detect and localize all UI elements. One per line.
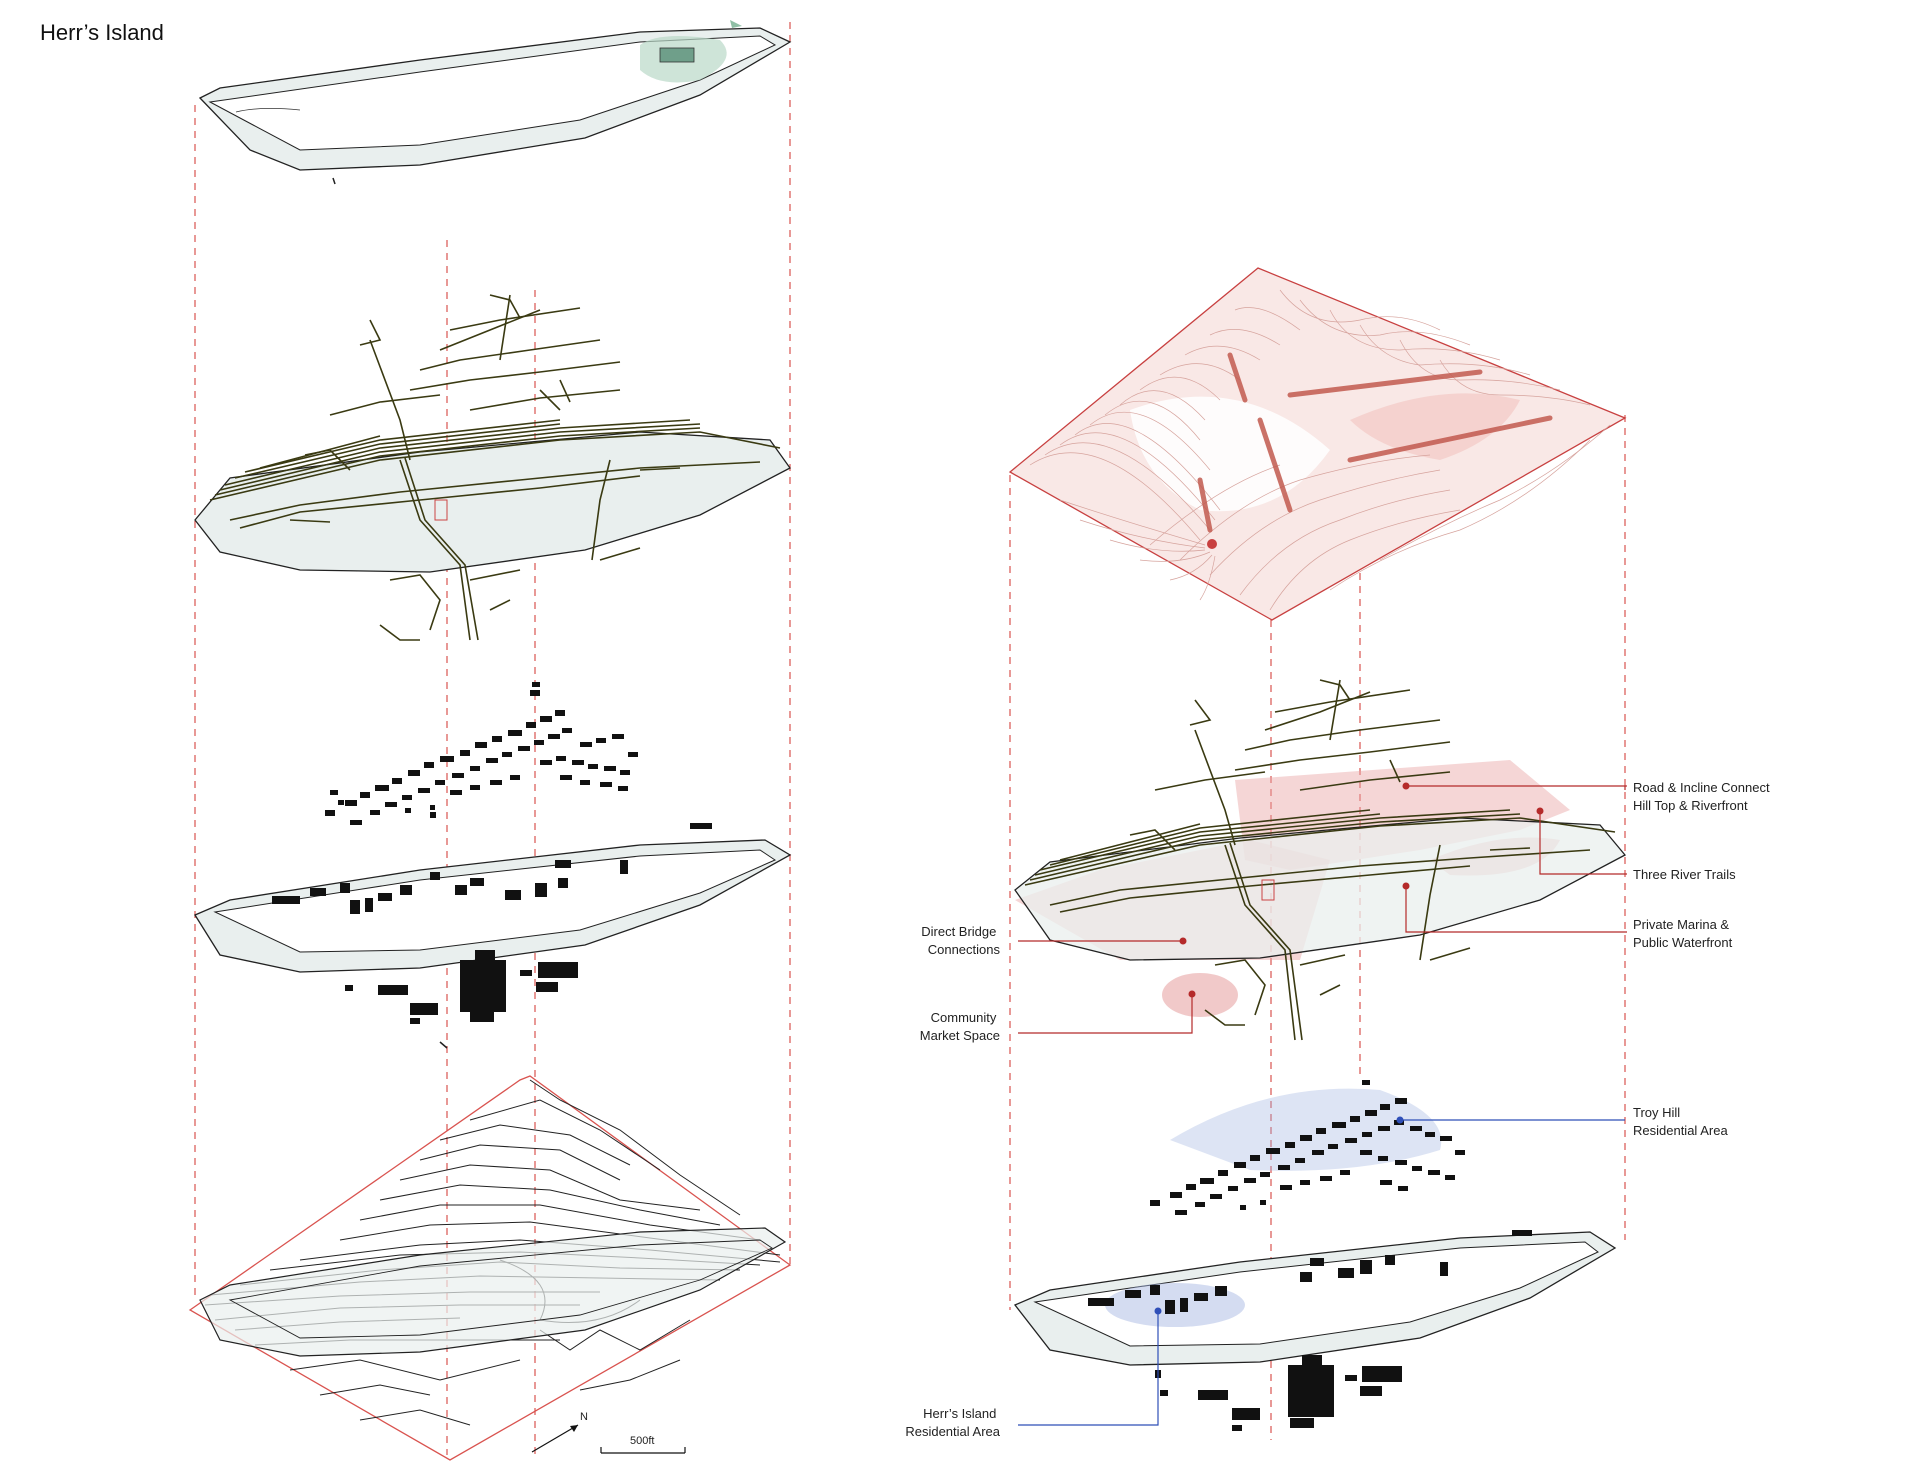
park-building bbox=[659, 47, 695, 63]
north-arrow: N bbox=[531, 1411, 588, 1453]
proposal-herrs-island-layer bbox=[1013, 1230, 1617, 1431]
annotation-labels: Road & Incline Connect Hill Top & Riverf… bbox=[905, 780, 1773, 1439]
label-private-marina-line2: Public Waterfront bbox=[1633, 935, 1733, 950]
label-direct-bridge-line1: Direct Bridge bbox=[921, 924, 996, 939]
right-stack: Road & Incline Connect Hill Top & Riverf… bbox=[905, 267, 1773, 1440]
proposal-road-layer bbox=[1014, 679, 1627, 1041]
label-three-river-trails-line1: Three River Trails bbox=[1633, 867, 1736, 882]
label-troy-hill: Troy Hill Residential Area bbox=[1633, 1105, 1728, 1138]
island-park-layer bbox=[198, 20, 792, 185]
label-direct-bridge-line2: Connections bbox=[928, 942, 1001, 957]
label-herrs-island-residential-line1: Herr’s Island bbox=[923, 1406, 996, 1421]
scale-bar: 500ft bbox=[600, 1435, 686, 1454]
label-private-marina: Private Marina & Public Waterfront bbox=[1633, 917, 1733, 950]
left-stack: N 500ft bbox=[188, 20, 792, 1461]
proposal-troy-hill-layer bbox=[1150, 1080, 1465, 1215]
label-three-river-trails: Three River Trails bbox=[1633, 867, 1736, 882]
label-direct-bridge: Direct Bridge Connections bbox=[921, 924, 1000, 957]
label-road-incline: Road & Incline Connect Hill Top & Riverf… bbox=[1633, 780, 1773, 813]
troy-hill-buildings-layer bbox=[325, 682, 638, 825]
label-herrs-island-residential: Herr’s Island Residential Area bbox=[905, 1406, 1000, 1439]
label-private-marina-line1: Private Marina & bbox=[1633, 917, 1729, 932]
north-label: N bbox=[580, 1411, 588, 1423]
label-community-market: Community Market Space bbox=[920, 1010, 1000, 1043]
label-road-incline-line2: Hill Top & Riverfront bbox=[1633, 798, 1748, 813]
scale-label: 500ft bbox=[630, 1435, 654, 1447]
label-community-market-line1: Community bbox=[931, 1010, 997, 1025]
concept-terrain-layer bbox=[1008, 267, 1627, 621]
topography-layer bbox=[188, 1075, 792, 1461]
label-community-market-line2: Market Space bbox=[920, 1028, 1000, 1043]
annotation-leaders bbox=[1018, 782, 1627, 1426]
herrs-island-buildings-layer bbox=[194, 823, 792, 1049]
label-troy-hill-line2: Residential Area bbox=[1633, 1123, 1728, 1138]
label-road-incline-line1: Road & Incline Connect bbox=[1633, 780, 1770, 795]
right-guide-lines bbox=[1009, 415, 1626, 1440]
label-troy-hill-line1: Troy Hill bbox=[1633, 1105, 1680, 1120]
page-title: Herr’s Island bbox=[40, 20, 164, 45]
road-network-layer bbox=[194, 294, 791, 641]
label-herrs-island-residential-line2: Residential Area bbox=[905, 1424, 1000, 1439]
